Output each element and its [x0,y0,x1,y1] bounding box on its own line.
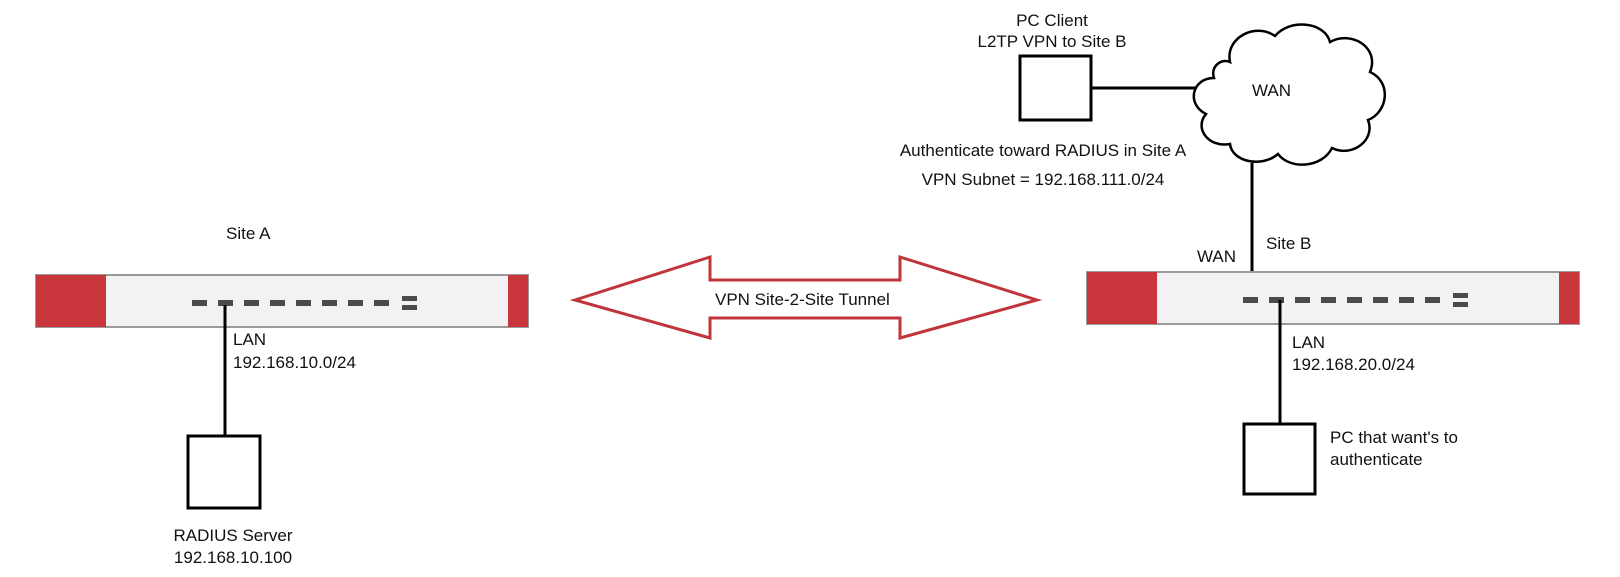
site-b-wan-label: WAN [1197,247,1237,266]
pc-client-box [1018,54,1093,122]
site-b-title: Site B [1266,234,1312,253]
wan-cloud-icon [1192,23,1387,166]
site-b-pc-label-line2: authenticate [1330,450,1423,469]
site-a-firewall [35,274,529,328]
site-b-firewall [1086,271,1580,325]
site-a-lan-subnet: 192.168.10.0/24 [233,353,356,372]
pc-client-subtitle: L2TP VPN to Site B [977,32,1127,51]
wan-cloud-label: WAN [1252,81,1292,100]
site-a-title: Site A [226,224,271,243]
radius-server-name: RADIUS Server [173,526,293,545]
site-a-ports [192,296,417,310]
site-a-lan-label: LAN [233,330,267,349]
site-b-pc-box [1242,422,1317,496]
radius-server-box [186,434,262,510]
vpn-tunnel-arrow [569,254,1043,340]
radius-server-ip: 192.168.10.100 [173,548,293,567]
auth-note-line2: VPN Subnet = 192.168.111.0/24 [921,170,1165,189]
site-b-lan-subnet: 192.168.20.0/24 [1292,355,1415,374]
site-b-lan-label: LAN [1292,333,1326,352]
auth-note-line1: Authenticate toward RADIUS in Site A [899,141,1187,160]
site-b-pc-label-line1: PC that want's to [1330,428,1458,447]
site-b-ports [1243,293,1468,307]
pc-client-title: PC Client [1016,11,1088,30]
tunnel-label: VPN Site-2-Site Tunnel [715,290,890,309]
